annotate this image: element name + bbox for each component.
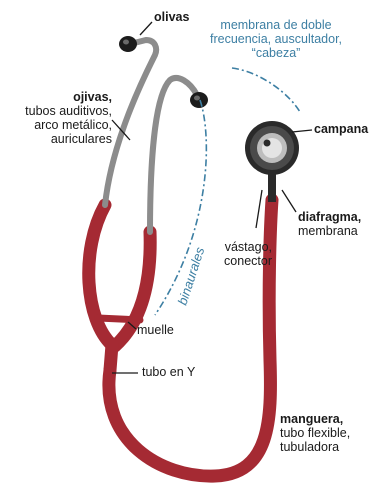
tubo-y-label: tubo en Y xyxy=(142,365,195,379)
diafragma-title: diafragma, xyxy=(298,210,361,224)
campana-label: campana xyxy=(314,122,368,136)
ojivas-label: ojivas, tubos auditivos, arco metálico, … xyxy=(8,90,112,146)
membrana-label: membrana de doble frecuencia, auscultado… xyxy=(196,18,356,60)
manguera-label: manguera, tubo flexible, tubuladora xyxy=(280,412,350,454)
ojivas-title: ojivas, xyxy=(8,90,112,104)
diafragma-line: membrana xyxy=(298,224,361,238)
left-ear-tip xyxy=(119,36,137,52)
ojivas-line-3: auriculares xyxy=(8,132,112,146)
membrana-line-1: membrana de doble xyxy=(196,18,356,32)
manguera-line-1: tubo flexible, xyxy=(280,426,350,440)
manguera-title: manguera, xyxy=(280,412,350,426)
ojivas-line-1: tubos auditivos, xyxy=(8,104,112,118)
muelle-label: muelle xyxy=(137,323,174,337)
vastago-line-2: conector xyxy=(208,254,272,268)
vastago-label: vástago, conector xyxy=(208,240,272,268)
left-binaural-tube xyxy=(89,205,112,345)
binaurales-label: binaurales xyxy=(175,245,208,307)
chest-piece xyxy=(245,121,299,202)
olivas-label: olivas xyxy=(154,10,189,24)
manguera-line-2: tubuladora xyxy=(280,440,350,454)
spring xyxy=(98,318,140,320)
membrana-line-3: “cabeza” xyxy=(196,46,356,60)
membrana-leader xyxy=(232,68,300,112)
right-ear-tip xyxy=(190,92,208,108)
vastago-line-1: vástago, xyxy=(208,240,272,254)
diafragma-label: diafragma, membrana xyxy=(298,210,361,238)
right-ear-tube xyxy=(150,78,197,232)
membrana-line-2: frecuencia, auscultador, xyxy=(196,32,356,46)
ojivas-line-2: arco metálico, xyxy=(8,118,112,132)
